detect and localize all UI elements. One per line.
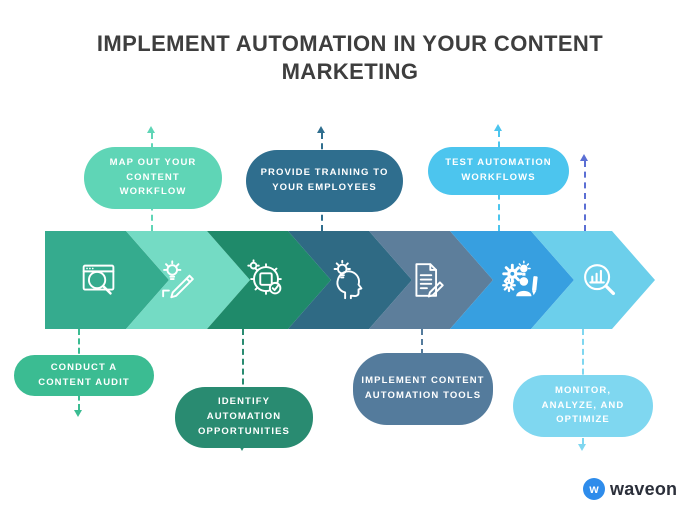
head-idea-icon	[325, 257, 371, 303]
waveon-logo-icon: w	[583, 478, 605, 500]
arrow-up-icon	[580, 154, 588, 161]
arrow-up-icon	[494, 124, 502, 131]
step-pill-provide-training: PROVIDE TRAINING TO YOUR EMPLOYEES	[246, 150, 403, 212]
process-arrow-band	[45, 231, 655, 329]
arrow-down-icon	[74, 410, 82, 417]
step-pill-identify-opportunities: IDENTIFY AUTOMATION OPPORTUNITIES	[175, 387, 313, 448]
brand-logo: w waveon	[583, 478, 677, 500]
arrow-up-icon	[147, 126, 155, 133]
connector-implement-tools	[421, 329, 423, 355]
automation-gear-icon	[243, 257, 289, 303]
step-pill-monitor-optimize: MONITOR, ANALYZE, AND OPTIMIZE	[513, 375, 653, 437]
arrow-up-icon	[317, 126, 325, 133]
browser-search-icon	[76, 257, 122, 303]
page-title: IMPLEMENT AUTOMATION IN YOUR CONTENT MAR…	[96, 31, 604, 85]
idea-pencil-icon	[155, 257, 201, 303]
step-pill-conduct-audit: CONDUCT A CONTENT AUDIT	[14, 355, 154, 396]
chart-magnifier-icon	[576, 257, 622, 303]
step-pill-map-out-workflow: MAP OUT YOUR CONTENT WORKFLOW	[84, 147, 222, 209]
brand-name: waveon	[610, 478, 678, 499]
connector-identify-opportunities	[242, 329, 244, 444]
document-pencil-icon	[403, 257, 449, 303]
step-pill-implement-tools: IMPLEMENT CONTENT AUTOMATION TOOLS	[353, 353, 493, 425]
gears-person-icon	[497, 257, 543, 303]
connector-accent	[584, 161, 586, 231]
step-pill-test-automation: TEST AUTOMATION WORKFLOWS	[428, 147, 569, 195]
arrow-down-icon	[578, 444, 586, 451]
